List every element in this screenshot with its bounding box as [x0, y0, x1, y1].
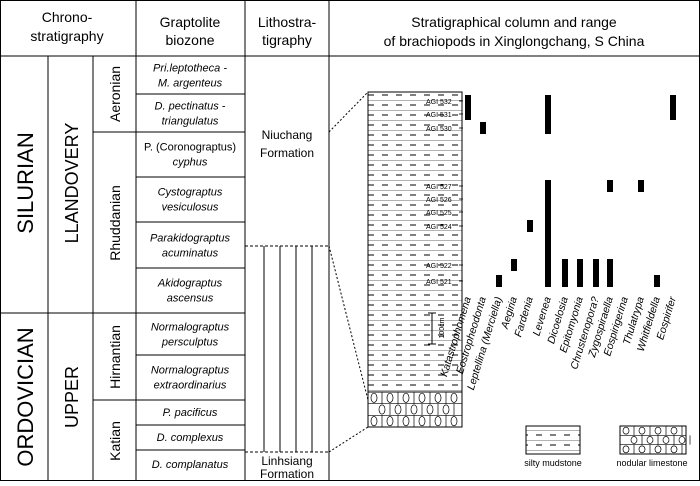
range-bar [607, 180, 613, 192]
sample-label: AGI 532 [426, 99, 452, 106]
stage-label-hirnantian: Hirnantian [107, 325, 123, 389]
biozone-label: Normalograptus [151, 365, 230, 377]
biozone-label: cyphus [173, 157, 208, 169]
stage-label-katian: Katian [107, 421, 123, 461]
biozone-label: vesiculosus [162, 202, 219, 214]
biozone-label: P. pacificus [163, 407, 218, 419]
sample-label: AGI 524 [426, 224, 452, 231]
biozone-label: acuminatus [162, 248, 219, 260]
correlation-line-bottom [328, 426, 369, 453]
header-graptolite-1: Graptolite [160, 14, 221, 30]
range-bars [465, 95, 676, 287]
sample-label: AGI 527 [426, 184, 452, 191]
range-bar [480, 122, 486, 134]
legend-limestone-label: nodular limestone [616, 458, 687, 468]
header-column-2: of brachiopods in Xinglongchang, S China [384, 33, 645, 49]
biozone-label: ascensus [167, 293, 214, 305]
header-column-1: Stratigraphical column and range [411, 14, 617, 30]
system-label-silurian: SILURIAN [13, 132, 38, 233]
range-bar [545, 95, 551, 134]
column-mudstone [367, 91, 463, 393]
taxa-labels: KatastrophomenaEostropheodontaLeptellina… [438, 295, 679, 392]
system-label-ordovician: ORDOVICIAN [13, 327, 38, 466]
biozone-label: D. complanatus [152, 459, 229, 471]
header-litho-1: Lithostra- [258, 14, 317, 30]
biozone-label: Pri.leptotheca - [153, 63, 227, 75]
biozone-label: P. (Coronograptus) [144, 142, 236, 154]
sample-label: AGI 521 [426, 279, 452, 286]
biozone-label: extraordinarius [154, 380, 227, 392]
range-bar [562, 259, 568, 287]
header-graptolite-2: biozone [165, 32, 214, 48]
column-nodular-limestone [367, 391, 463, 428]
stage-label-rhuddanian: Rhuddanian [107, 185, 123, 261]
range-bar [607, 259, 613, 287]
header-chrono-2: stratigraphy [30, 28, 103, 44]
formation-linhsiang-1: Linhsiang [261, 454, 312, 468]
correlation-line-top [328, 91, 369, 133]
range-bar [511, 259, 517, 271]
scale-label: 100cm [439, 317, 446, 338]
formation-linhsiang-2: Formation [260, 467, 314, 481]
legend-limestone-swatch [619, 425, 691, 455]
range-bar [545, 180, 551, 287]
range-bar [593, 259, 599, 287]
biozone-label: D. complexus [157, 432, 224, 444]
legend-mudstone-swatch [525, 425, 581, 455]
biozone-dividers [136, 93, 245, 451]
biozone-label: Cystograptus [158, 187, 223, 199]
sample-label: AGI 531 [426, 112, 452, 119]
range-bar [577, 259, 583, 287]
sample-label: AGI 526 [426, 197, 452, 204]
series-label-llandovery: LLANDOVERY [62, 123, 82, 244]
stage-label-aeronian: Aeronian [107, 66, 123, 122]
range-bar [670, 95, 676, 120]
sample-label: AGI 522 [426, 263, 452, 270]
range-bar [638, 180, 644, 192]
range-bar [496, 275, 502, 287]
sample-label: AGI 530 [426, 126, 452, 133]
biozone-labels: Pri.leptotheca - M. argenteus D. pectinatu… [144, 63, 236, 472]
correlation-line-mid [328, 245, 369, 401]
range-bar [527, 220, 533, 232]
formation-niuchang-2: Formation [260, 146, 314, 160]
header-chrono-1: Chrono- [42, 9, 93, 25]
biozone-label: D. pectinatus - [155, 101, 226, 113]
biozone-label: Normalograptus [151, 322, 230, 334]
biozone-label: M. argenteus [158, 78, 223, 90]
header-litho-2: tigraphy [262, 32, 312, 48]
legend-mudstone-label: silty mudstone [524, 458, 582, 468]
range-bar [654, 275, 660, 287]
sample-label: AGI 525 [426, 210, 452, 217]
biozone-label: triangulatus [162, 116, 219, 128]
biozone-label: persculptus [161, 337, 219, 349]
range-bar [465, 95, 471, 120]
biozone-label: Akidograptus [157, 278, 223, 290]
formation-niuchang-1: Niuchang [262, 128, 313, 142]
biozone-label: Parakidograptus [150, 233, 231, 245]
vertical-hatch [263, 246, 313, 452]
scale-bar [428, 312, 436, 345]
series-label-upper: UPPER [62, 366, 82, 428]
